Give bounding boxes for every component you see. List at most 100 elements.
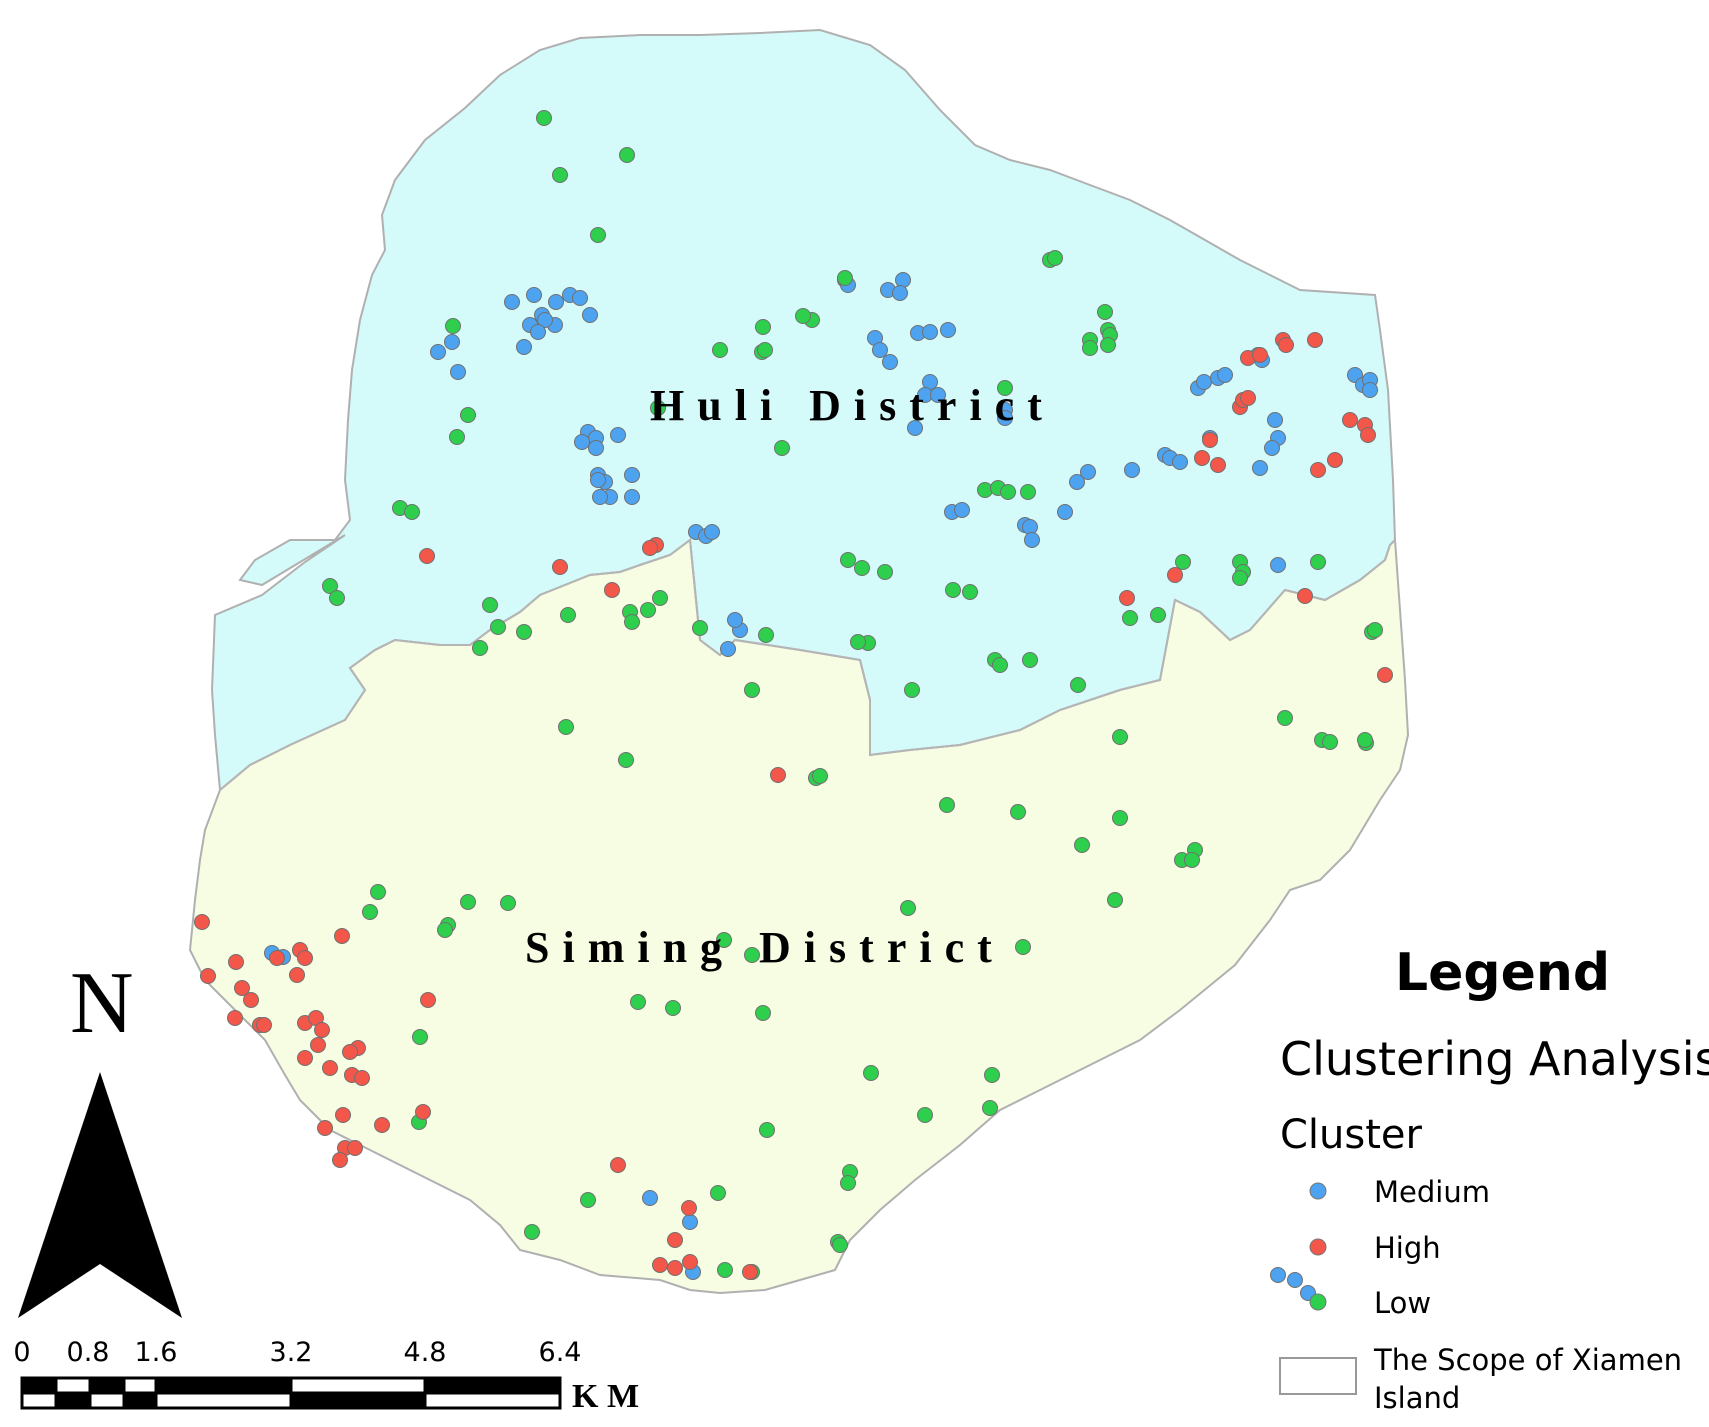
point-low	[437, 922, 453, 938]
point-high	[604, 582, 620, 598]
point-high	[310, 1037, 326, 1053]
point-high	[415, 1104, 431, 1120]
point-high	[1240, 390, 1256, 406]
point-medium	[588, 440, 604, 456]
north-arrow-icon	[18, 1072, 182, 1318]
point-high	[419, 548, 435, 564]
legend-item-high: High	[1309, 1231, 1441, 1265]
legend-field-name: Cluster	[1280, 1112, 1423, 1158]
point-high	[342, 1044, 358, 1060]
point-low	[412, 1029, 428, 1045]
point-low	[552, 167, 568, 183]
point-low	[863, 1065, 879, 1081]
north-arrow: N	[18, 955, 182, 1318]
point-medium	[1362, 382, 1378, 398]
point-low	[560, 607, 576, 623]
point-low	[1074, 837, 1090, 853]
point-high	[742, 1264, 758, 1280]
scale-tick-label: 6.4	[539, 1337, 582, 1368]
point-medium	[572, 290, 588, 306]
point-low	[460, 894, 476, 910]
point-high	[335, 1107, 351, 1123]
point-high	[334, 928, 350, 944]
point-high	[681, 1200, 697, 1216]
point-low	[1047, 250, 1063, 266]
point-medium	[704, 524, 720, 540]
point-high	[1310, 462, 1326, 478]
point-high	[642, 540, 658, 556]
point-high	[420, 992, 436, 1008]
point-low	[1010, 804, 1026, 820]
point-low	[516, 624, 532, 640]
point-medium	[592, 489, 608, 505]
point-low	[774, 440, 790, 456]
point-low	[524, 1224, 540, 1240]
point-low	[618, 752, 634, 768]
point-medium	[872, 342, 888, 358]
point-low	[630, 994, 646, 1010]
point-low	[500, 895, 516, 911]
point-low	[837, 270, 853, 286]
huli-district-label: Huli District	[650, 381, 1055, 430]
point-high	[682, 1254, 698, 1270]
scale-unit-label: K M	[572, 1378, 639, 1415]
legend-title: Legend	[1395, 943, 1610, 1003]
point-low	[1367, 622, 1383, 638]
legend-layer-name: Clustering Analysis	[1280, 1032, 1709, 1086]
point-low	[1097, 304, 1113, 320]
point-medium	[590, 472, 606, 488]
point-high	[1278, 337, 1294, 353]
point-high	[347, 1140, 363, 1156]
point-high	[332, 1152, 348, 1168]
point-medium	[1264, 440, 1280, 456]
point-low	[590, 227, 606, 243]
scale-tick-label: 4.8	[404, 1337, 447, 1368]
point-medium	[1270, 557, 1286, 573]
point-medium	[1287, 1272, 1303, 1288]
point-high	[354, 1070, 370, 1086]
point-medium	[504, 294, 520, 310]
low-swatch-icon	[1309, 1293, 1327, 1311]
scale-tick-label: 0.8	[67, 1337, 110, 1368]
point-high	[194, 914, 210, 930]
legend-boundary-label-line-2: Island	[1374, 1381, 1460, 1415]
point-high	[269, 950, 285, 966]
point-low	[917, 1107, 933, 1123]
point-high	[1210, 457, 1226, 473]
medium-swatch-icon	[1309, 1182, 1327, 1200]
point-high	[322, 1060, 338, 1076]
point-low	[329, 590, 345, 606]
point-medium	[1172, 454, 1188, 470]
point-medium	[548, 294, 564, 310]
point-medium	[882, 354, 898, 370]
point-low	[904, 682, 920, 698]
point-low	[854, 560, 870, 576]
point-low	[997, 380, 1013, 396]
point-high	[1167, 567, 1183, 583]
point-medium	[1196, 374, 1212, 390]
point-low	[939, 797, 955, 813]
point-low	[650, 400, 666, 416]
point-low	[362, 904, 378, 920]
point-medium	[610, 427, 626, 443]
high-swatch-icon	[1309, 1238, 1327, 1256]
point-medium	[444, 334, 460, 350]
point-medium	[892, 285, 908, 301]
cluster-points	[194, 110, 1393, 1301]
point-low	[850, 634, 866, 650]
point-low	[717, 1262, 733, 1278]
point-low	[490, 619, 506, 635]
point-high	[289, 967, 305, 983]
point-medium	[1267, 412, 1283, 428]
point-low	[992, 657, 1008, 673]
point-low	[619, 147, 635, 163]
point-low	[1000, 484, 1016, 500]
point-high	[1377, 667, 1393, 683]
point-high	[234, 980, 250, 996]
point-medium	[997, 410, 1013, 426]
point-low	[1310, 554, 1326, 570]
point-low	[744, 947, 760, 963]
point-medium	[1124, 462, 1140, 478]
point-low	[1184, 852, 1200, 868]
